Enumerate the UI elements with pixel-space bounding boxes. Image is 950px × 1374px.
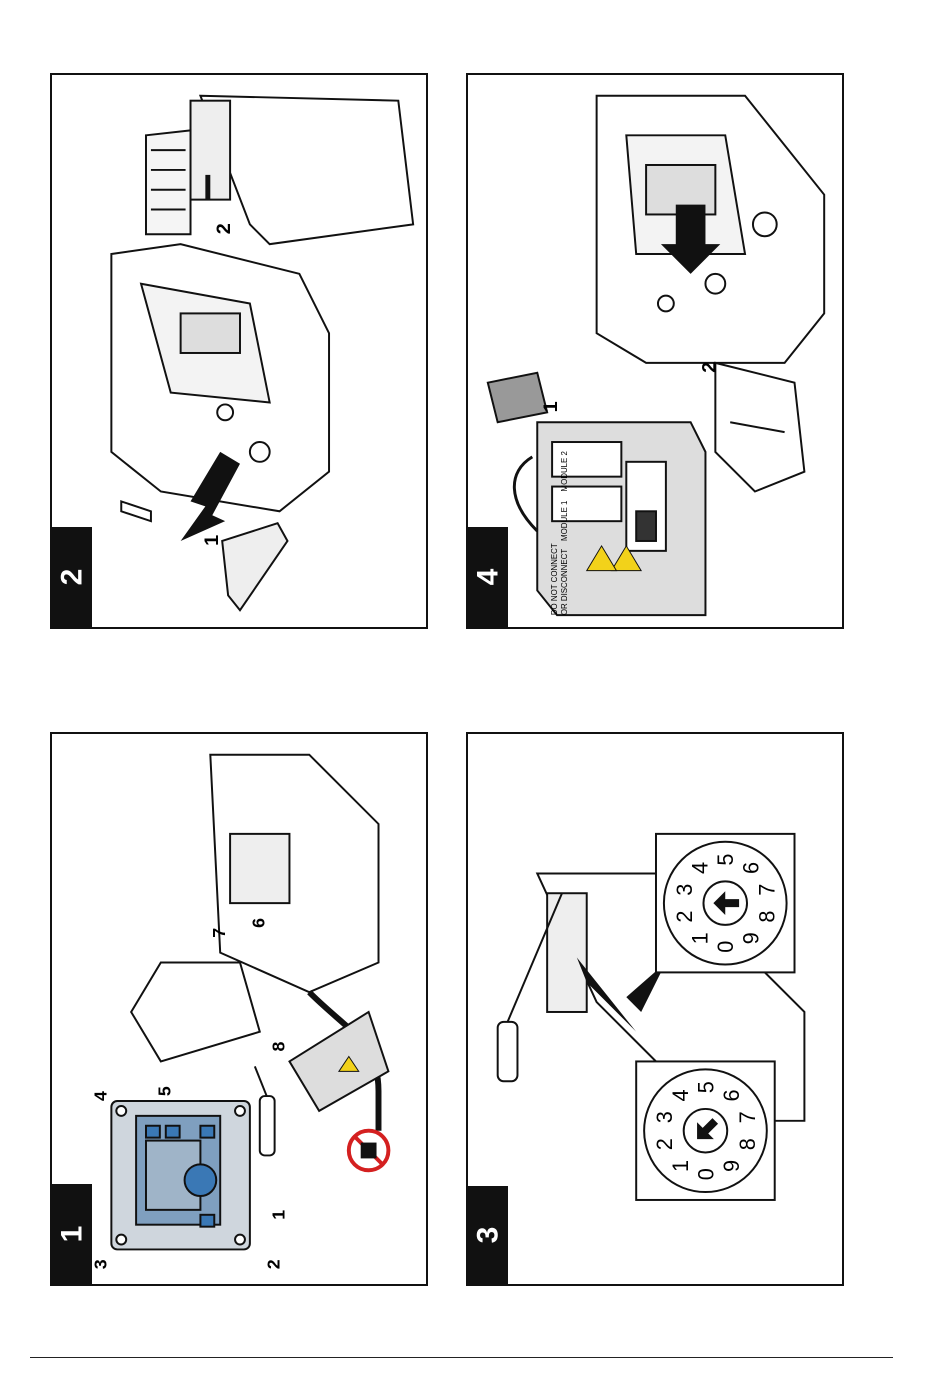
dial-digit: 5: [713, 854, 738, 866]
step-number-badge: 4: [468, 527, 508, 627]
curved-arrow-icon: [514, 457, 537, 531]
dial-digit: 4: [668, 1089, 693, 1101]
callout-7: 7: [209, 928, 229, 938]
module-label: MODULE 2: [560, 451, 569, 491]
callout-2: 2: [264, 1259, 284, 1269]
callout-1: 1: [201, 535, 223, 546]
callout-6: 6: [249, 918, 269, 928]
dial-digit: 6: [719, 1089, 744, 1101]
callout-5: 5: [155, 1086, 175, 1096]
callout-1: 1: [540, 401, 562, 412]
dial-digit: 3: [672, 884, 697, 896]
dial-digit: 0: [693, 1168, 718, 1180]
open-enclosure: [131, 755, 378, 1062]
dial-digit: 2: [672, 911, 697, 923]
step-2-illustration: 1 2: [52, 75, 426, 627]
footer-rule: [30, 1357, 893, 1358]
cover-piece: [222, 523, 287, 610]
dial-digit: 9: [719, 1160, 744, 1172]
step-4-panel: 2 MODULE 1 MODULE 2 DO NOT CONNECT OR DI…: [466, 73, 844, 629]
module-card: [715, 363, 804, 492]
callout-2: 2: [213, 223, 235, 234]
callout-3: 3: [90, 1259, 110, 1269]
dial-digit: 1: [668, 1160, 693, 1172]
controller-housing: [597, 96, 825, 363]
warning-text: DO NOT CONNECT: [550, 543, 559, 615]
dial-digit: 7: [735, 1111, 760, 1123]
step-1-panel: 1 2 3 4 5 6 7 8 1: [50, 732, 428, 1286]
controller-front: [111, 1101, 250, 1249]
step-number: 3: [471, 1227, 505, 1244]
callout-2: 2: [698, 362, 720, 373]
dial-digit: 7: [755, 884, 780, 896]
dial-digit: 9: [739, 932, 764, 944]
dial-digit: 8: [755, 911, 780, 923]
dial-digit: 5: [693, 1081, 718, 1093]
step-number-badge: 2: [52, 527, 92, 627]
dial-digit: 4: [688, 862, 713, 874]
step-number: 4: [471, 569, 505, 586]
step-number-badge: 1: [52, 1184, 92, 1284]
dial-digit: 8: [735, 1138, 760, 1150]
dial-digit: 3: [652, 1111, 677, 1123]
dial-digit: 6: [739, 862, 764, 874]
screwdriver-icon: [255, 1066, 275, 1155]
step-number-badge: 3: [468, 1186, 508, 1284]
warning-text: OR DISCONNECT: [560, 549, 569, 615]
step-2-panel: 1 2 2: [50, 73, 428, 629]
no-plug-icon: [349, 1131, 389, 1171]
step-4-illustration: 2 MODULE 1 MODULE 2 DO NOT CONNECT OR DI…: [468, 75, 842, 627]
module-card: [146, 96, 413, 244]
module-label: MODULE 1: [560, 500, 569, 541]
step-number: 2: [55, 569, 89, 586]
dial-digit: 0: [713, 941, 738, 953]
callout-8: 8: [269, 1042, 289, 1052]
step-1-illustration: 1 2 3 4 5 6 7 8: [52, 734, 426, 1284]
dial-digit: 2: [652, 1138, 677, 1150]
callout-4: 4: [90, 1091, 110, 1101]
blank-plate: [488, 373, 547, 422]
front-cover: [289, 1012, 388, 1111]
dial-digit: 1: [688, 932, 713, 944]
step-number: 1: [55, 1226, 89, 1243]
callout-1: 1: [269, 1210, 289, 1220]
